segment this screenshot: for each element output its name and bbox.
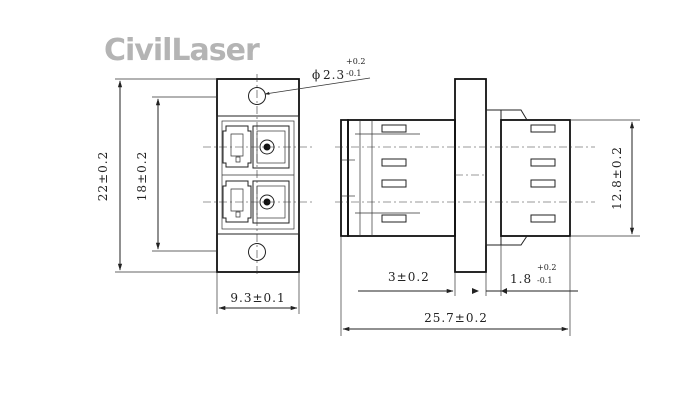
hole-diameter-lower-tolerance: -0.1 — [346, 69, 361, 78]
bottom-mounting-hole — [248, 243, 266, 261]
hole-diameter-value: 2.3 — [323, 68, 345, 82]
gap-upper-tolerance: +0.2 — [537, 263, 556, 272]
inner-height-dimension: 18±0.2 — [135, 151, 149, 201]
side-height-dimension: 12.8±0.2 — [610, 146, 624, 210]
port-window — [216, 115, 300, 235]
brand-logo: CivilLaser — [104, 33, 260, 68]
total-length-dimension: 25.7±0.2 — [424, 311, 488, 325]
side-view: 12.8±0.2 3±0.2 1.8 +0.2 -0.1 25.7±0.2 — [335, 78, 640, 336]
right-barrel — [500, 119, 571, 237]
flange — [454, 78, 487, 273]
width-dimension: 9.3±0.1 — [230, 291, 285, 305]
front-view: 22±0.2 18±0.2 ϕ 2.3 +0.2 -0.1 9.3±0.1 — [96, 57, 371, 314]
left-barrel — [347, 119, 456, 237]
left-end-cap — [340, 119, 349, 237]
gap-lower-tolerance: -0.1 — [537, 276, 552, 285]
gap-dimension-value: 1.8 — [510, 272, 532, 286]
outer-height-dimension: 22±0.2 — [96, 151, 110, 201]
top-mounting-hole — [248, 87, 266, 105]
hole-diameter-symbol: ϕ — [312, 68, 321, 82]
front-body-outline — [216, 78, 300, 273]
hole-diameter-upper-tolerance: +0.2 — [346, 57, 365, 66]
flange-thickness-dimension: 3±0.2 — [388, 270, 430, 284]
